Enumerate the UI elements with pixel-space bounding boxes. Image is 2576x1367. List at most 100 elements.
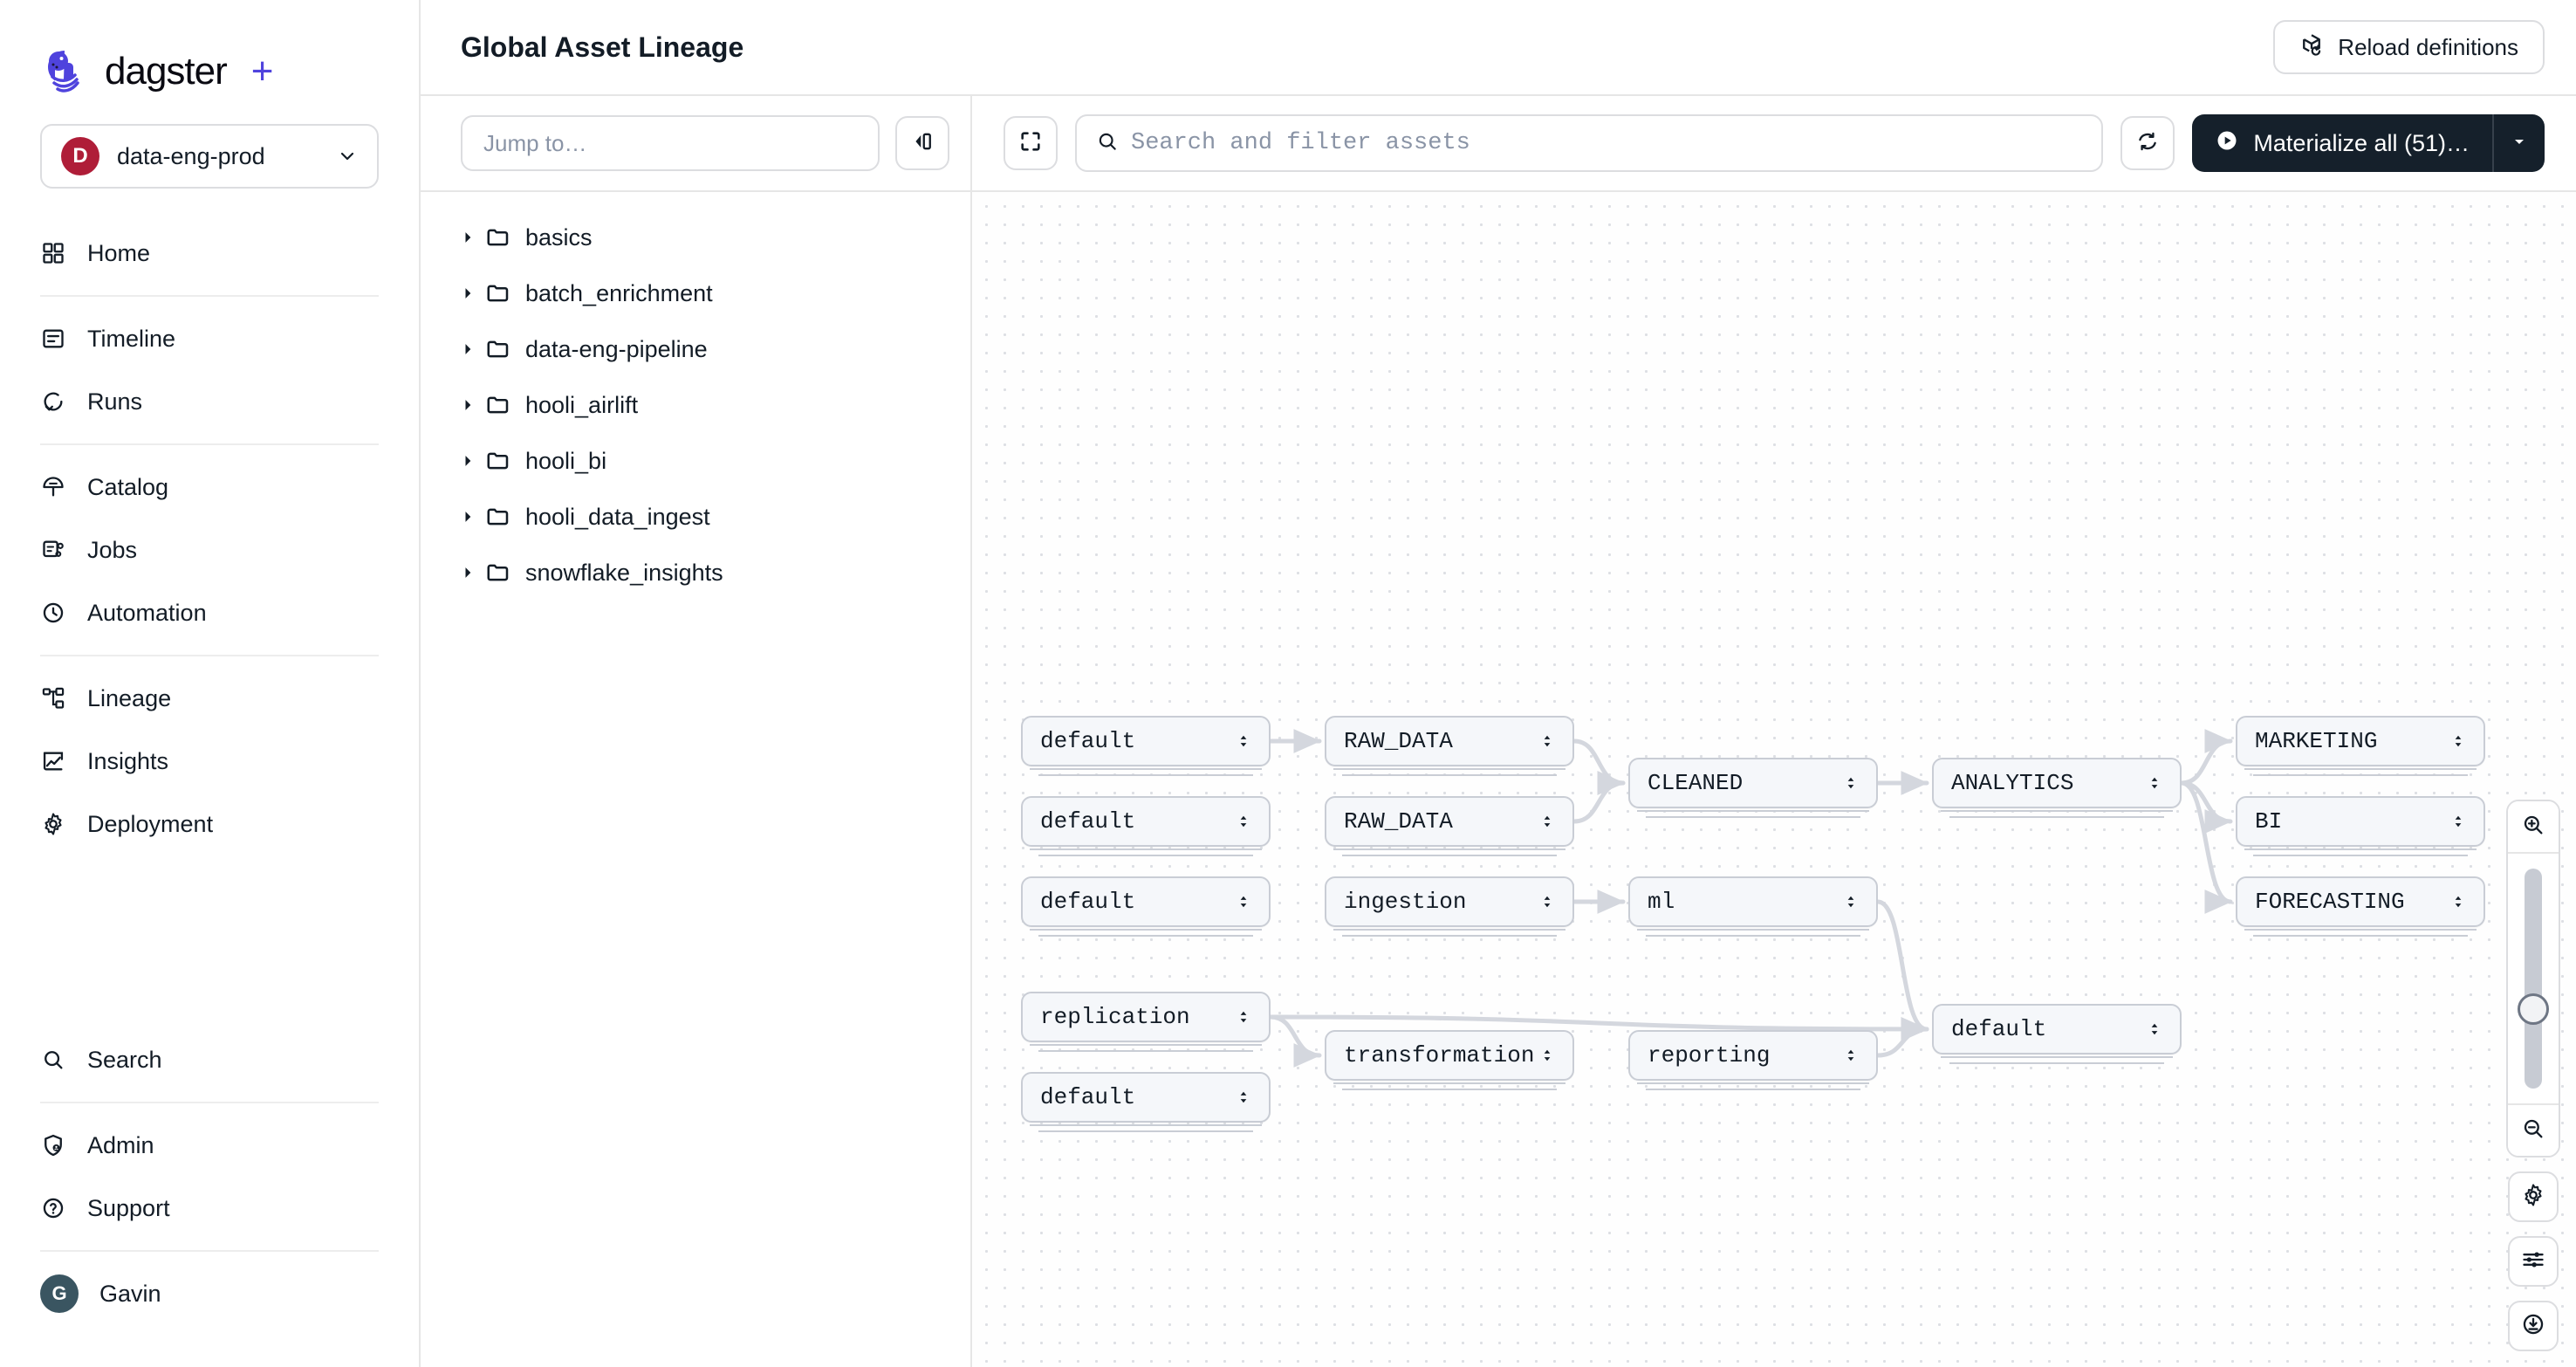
caret-right-icon[interactable] — [450, 396, 485, 414]
up-down-stepper-icon[interactable] — [1538, 732, 1557, 750]
sidebar-item-support[interactable]: Support — [0, 1177, 419, 1240]
caret-right-icon[interactable] — [450, 229, 485, 246]
up-down-stepper-icon[interactable] — [2449, 893, 2468, 910]
up-down-stepper-icon[interactable] — [1234, 813, 1253, 830]
lineage-edge — [1875, 899, 1929, 1041]
asset-group-node[interactable]: RAW_DATA — [1325, 716, 1574, 766]
asset-group-node[interactable]: MARKETING — [2236, 716, 2485, 766]
reload-definitions-button[interactable]: Reload definitions — [2273, 20, 2545, 74]
up-down-stepper-icon[interactable] — [2145, 1020, 2164, 1038]
zoom-in-button[interactable] — [2508, 801, 2559, 852]
fit-to-screen-button[interactable] — [1004, 116, 1058, 170]
asset-group-node[interactable]: reporting — [1628, 1030, 1878, 1081]
up-down-stepper-icon[interactable] — [2145, 774, 2164, 792]
materialize-main[interactable]: Materialize all (51)… — [2192, 114, 2494, 172]
asset-group-node[interactable]: ANALYTICS — [1932, 758, 2182, 808]
download-graph-button[interactable] — [2508, 1301, 2559, 1351]
up-down-stepper-icon[interactable] — [1234, 732, 1253, 750]
up-down-stepper-icon[interactable] — [1841, 774, 1860, 792]
zoom-slider-handle[interactable] — [2518, 993, 2549, 1025]
sidebar-item-search[interactable]: Search — [0, 1028, 419, 1091]
materialize-label: Materialize all (51)… — [2253, 129, 2470, 156]
refresh-button[interactable] — [2120, 116, 2175, 170]
search-input[interactable] — [1131, 130, 2083, 156]
tree-item-batch-enrichment[interactable]: batch_enrichment — [421, 265, 970, 321]
sidebar-item-timeline[interactable]: Timeline — [0, 307, 419, 370]
sidebar-item-deployment[interactable]: Deployment — [0, 793, 419, 855]
avatar: G — [40, 1274, 79, 1313]
nav-divider — [40, 1102, 379, 1103]
asset-group-node[interactable]: default — [1021, 1072, 1271, 1123]
up-down-stepper-icon[interactable] — [1234, 1089, 1253, 1106]
sidebar-item-label: Admin — [87, 1131, 154, 1158]
tree-item-hooli-data-ingest[interactable]: hooli_data_ingest — [421, 489, 970, 545]
asset-group-node[interactable]: default — [1021, 716, 1271, 766]
lineage-edge — [2179, 780, 2233, 914]
sidebar-item-admin[interactable]: Admin — [0, 1114, 419, 1177]
up-down-stepper-icon[interactable] — [1234, 893, 1253, 910]
asset-group-node-label: default — [1040, 728, 1136, 754]
brand-name: dagster — [105, 50, 228, 93]
collapse-left-panel-button[interactable] — [895, 116, 949, 170]
materialize-all-button[interactable]: Materialize all (51)… — [2192, 114, 2545, 172]
user-name: Gavin — [99, 1280, 161, 1307]
sidebar-item-insights[interactable]: Insights — [0, 730, 419, 793]
caret-right-icon[interactable] — [450, 285, 485, 302]
up-down-stepper-icon[interactable] — [1538, 893, 1557, 910]
brand[interactable]: dagster + — [0, 0, 419, 105]
asset-group-node[interactable]: RAW_DATA — [1325, 796, 1574, 847]
asset-group-node[interactable]: default — [1932, 1004, 2182, 1054]
deployment-picker[interactable]: D data-eng-prod — [40, 124, 379, 189]
asset-group-node[interactable]: default — [1021, 796, 1271, 847]
jump-to-input[interactable] — [461, 115, 880, 171]
nav-group-user: G Gavin — [0, 1252, 419, 1336]
asset-group-node[interactable]: BI — [2236, 796, 2485, 847]
tree-item-hooli-bi[interactable]: hooli_bi — [421, 433, 970, 489]
caret-right-icon[interactable] — [450, 452, 485, 470]
layout-options-button[interactable] — [2508, 1236, 2559, 1287]
graph-settings-button[interactable] — [2508, 1171, 2559, 1222]
download-circle-icon — [2521, 1312, 2545, 1341]
asset-group-node[interactable]: replication — [1021, 992, 1271, 1042]
sidebar-item-automation[interactable]: Automation — [0, 581, 419, 644]
tree-item-hooli-airlift[interactable]: hooli_airlift — [421, 377, 970, 433]
sidebar-item-runs[interactable]: Runs — [0, 370, 419, 433]
sidebar-item-home[interactable]: Home — [0, 222, 419, 285]
tree-item-data-eng-pipeline[interactable]: data-eng-pipeline — [421, 321, 970, 377]
graph-toolbar: Materialize all (51)… — [421, 95, 2576, 192]
zoom-out-button[interactable] — [2508, 1105, 2559, 1156]
asset-group-node-label: reporting — [1648, 1042, 1771, 1068]
up-down-stepper-icon[interactable] — [1234, 1008, 1253, 1026]
up-down-stepper-icon[interactable] — [1538, 813, 1557, 830]
tree-item-basics[interactable]: basics — [421, 210, 970, 265]
up-down-stepper-icon[interactable] — [1841, 893, 1860, 910]
asset-group-node[interactable]: FORECASTING — [2236, 876, 2485, 927]
caret-right-icon[interactable] — [450, 508, 485, 526]
brand-plus: + — [250, 50, 274, 93]
lineage-edge — [2179, 729, 2233, 786]
up-down-stepper-icon[interactable] — [2449, 732, 2468, 750]
up-down-stepper-icon[interactable] — [1841, 1047, 1860, 1064]
asset-group-node[interactable]: transformation — [1325, 1030, 1574, 1081]
caret-right-icon[interactable] — [450, 340, 485, 358]
asset-group-node[interactable]: default — [1021, 876, 1271, 927]
caret-right-icon[interactable] — [450, 564, 485, 581]
up-down-stepper-icon[interactable] — [2449, 813, 2468, 830]
sidebar-item-catalog[interactable]: Catalog — [0, 456, 419, 519]
tree-item-snowflake-insights[interactable]: snowflake_insights — [421, 545, 970, 601]
asset-search-field[interactable] — [1075, 114, 2104, 172]
deployment-name: data-eng-prod — [117, 142, 265, 169]
asset-group-node[interactable]: ml — [1628, 876, 1878, 927]
sidebar-item-user[interactable]: G Gavin — [0, 1262, 419, 1325]
up-down-stepper-icon[interactable] — [1538, 1047, 1557, 1064]
zoom-slider[interactable] — [2508, 854, 2559, 1103]
nav-divider — [40, 1250, 379, 1252]
sidebar-item-label: Catalog — [87, 473, 169, 500]
materialize-dropdown-button[interactable] — [2494, 114, 2545, 172]
sidebar-item-jobs[interactable]: Jobs — [0, 519, 419, 581]
asset-group-node[interactable]: CLEANED — [1628, 758, 1878, 808]
sidebar-item-label: Runs — [87, 388, 143, 415]
asset-group-node[interactable]: ingestion — [1325, 876, 1574, 927]
sidebar-item-lineage[interactable]: Lineage — [0, 667, 419, 730]
